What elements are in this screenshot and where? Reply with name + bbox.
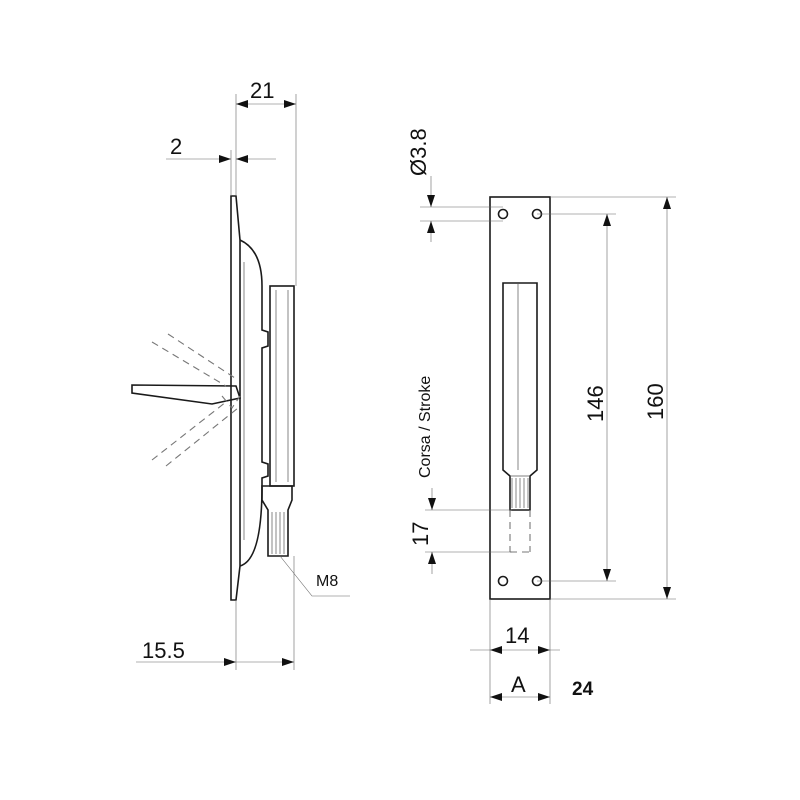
dim-bolt-depth: 15.5 — [142, 638, 185, 663]
hole-top-left — [497, 208, 509, 220]
side-dimensions: 21 2 15.5 — [136, 78, 297, 670]
dim-plate-thickness: 2 — [170, 134, 182, 159]
dim-overall-depth: 21 — [250, 78, 274, 103]
front-plate — [489, 196, 551, 600]
dim-hole-diameter: Ø3.8 — [406, 128, 431, 176]
side-bolt-body — [269, 285, 295, 487]
side-housing — [239, 239, 269, 567]
dim-hole-spacing: 146 — [583, 385, 608, 422]
hole-bottom-left — [497, 575, 509, 587]
dim-plate-length: 160 — [643, 383, 668, 420]
side-lever-open-up — [151, 333, 239, 387]
front-view — [489, 196, 551, 600]
front-bolt-extended — [509, 510, 531, 553]
m8-leader — [279, 555, 350, 597]
dim-plate-width: 24 — [572, 679, 594, 700]
thread-label: M8 — [316, 573, 338, 590]
front-dimensions: Ø3.8 Corsa / Stroke 17 146 160 14 A 24 — [406, 128, 676, 704]
side-view: M8 — [131, 195, 350, 601]
dim-stroke: 17 — [408, 522, 433, 546]
side-thread-end — [261, 485, 293, 557]
side-lever-open-down — [151, 401, 239, 467]
stroke-label: Corsa / Stroke — [417, 376, 434, 478]
dim-plate-width-label: A — [511, 672, 526, 697]
side-lever — [131, 384, 242, 405]
dim-bolt-width: 14 — [505, 623, 529, 648]
